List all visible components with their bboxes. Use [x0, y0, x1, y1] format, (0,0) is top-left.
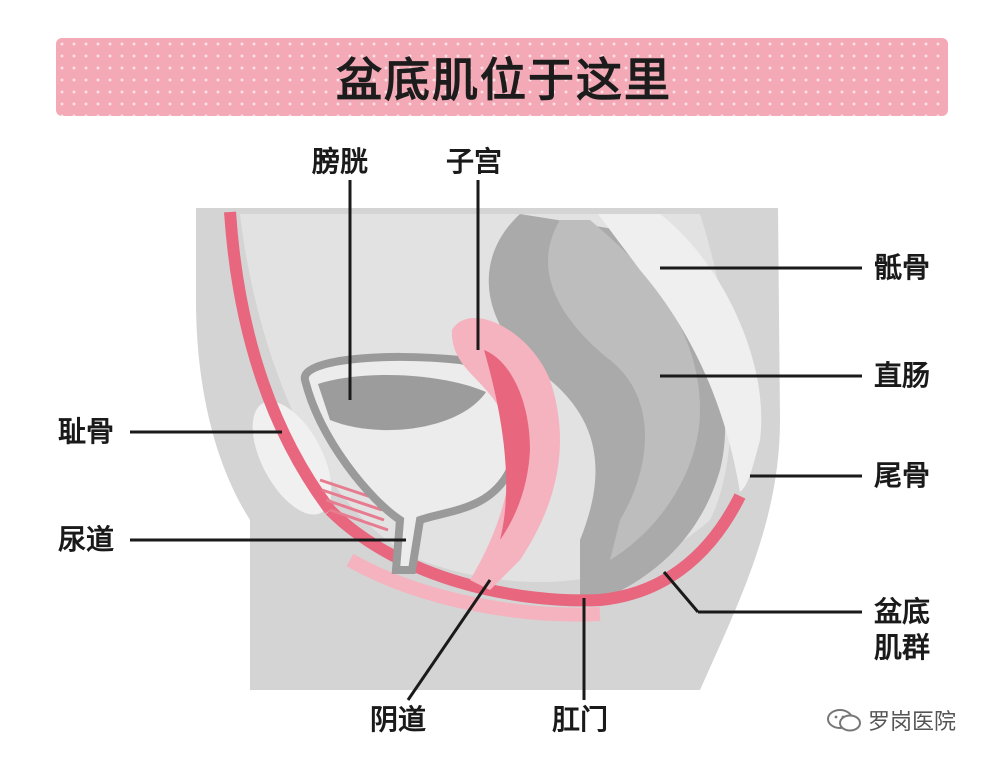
label-vagina: 阴道 [370, 703, 427, 736]
label-pelvic-floor: 盆底 肌群 [874, 594, 930, 667]
label-urethra: 尿道 [58, 523, 115, 556]
rectum-inner [548, 220, 700, 560]
label-coccyx: 尾骨 [874, 459, 931, 492]
label-sacrum: 骶骨 [874, 251, 931, 284]
leader-lines [130, 180, 862, 701]
label-rectum: 直肠 [874, 359, 931, 392]
watermark: 罗岗医院 [826, 704, 956, 736]
sacrum-shape [598, 214, 762, 492]
label-uterus: 子宫 [446, 145, 503, 178]
pelvic-floor-light [346, 553, 601, 622]
label-pubic-bone: 耻骨 [58, 415, 115, 448]
label-anus: 肛门 [552, 703, 609, 736]
wechat-icon [827, 709, 861, 732]
abdominal-muscle [224, 211, 335, 514]
label-pelvic-floor-line1: 盆底 [874, 595, 931, 628]
label-pelvic-floor-line2: 肌群 [874, 631, 931, 665]
bladder-inner [318, 374, 486, 431]
watermark-text: 罗岗医院 [868, 710, 957, 735]
title-banner [56, 38, 948, 116]
label-bladder: 膀胱 [312, 145, 369, 178]
page-title: 盆底肌位于这里 [336, 53, 672, 107]
uterus-inner [484, 350, 530, 540]
uterus-shape [451, 318, 560, 590]
